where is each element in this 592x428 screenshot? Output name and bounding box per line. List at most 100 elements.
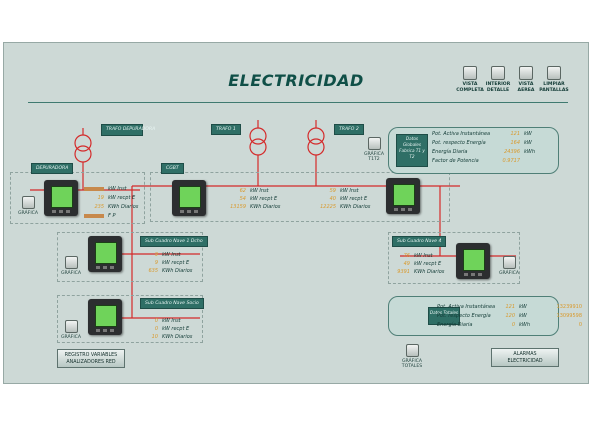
unit-label: kW recpt E [340, 196, 368, 202]
button-square-icon [547, 66, 561, 80]
value: 12225 [320, 204, 336, 210]
sub-cuadro-socio-zone [57, 295, 203, 343]
depuradora-zone [10, 172, 145, 224]
button-label: ELECTRICIDAD [507, 359, 543, 364]
sub-cuadro-4-tag: Sub Cuadro Nave 4 [392, 236, 447, 247]
grafica-sub1-button[interactable]: GRÁFICA [59, 256, 83, 276]
grafica-t1t2-button[interactable]: GRÁFICA T1T2 [360, 137, 388, 162]
value: 0 [154, 326, 158, 332]
unit-label: kW [524, 131, 532, 137]
grafica-depuradora-button[interactable]: GRÁFICA [16, 196, 40, 216]
unit-label: kW Inst [162, 252, 181, 258]
value: 0.9717 [502, 158, 521, 164]
depuradora-tag: DEPURADORA [31, 163, 74, 174]
button-square-icon [64, 256, 78, 269]
button-square-icon [405, 344, 419, 357]
trafo-1-label: TRAFO 1 [211, 124, 241, 135]
power-meter-sub4[interactable] [456, 243, 490, 279]
value: 164 [510, 140, 520, 146]
value: 19 [97, 195, 104, 201]
button-label: GRÁFICA [60, 271, 82, 276]
sub-cuadro-4-zone [388, 232, 520, 284]
cgbt-zone [150, 172, 450, 222]
row-label: Energía Diaria [432, 149, 468, 155]
trafo-depuradora-label: TRAFO DEPURADORA [101, 124, 155, 136]
value-bar [84, 213, 104, 218]
row-label: Pot. respecto Energía [437, 313, 491, 319]
unit-label: KWh Diarios [250, 204, 281, 210]
unit-label: kW recpt E [162, 260, 190, 266]
value: 59 [329, 188, 336, 194]
grafica-sub2-button[interactable]: GRÁFICA [59, 320, 83, 340]
t2-e-row: 40 kW recpt E [314, 196, 368, 202]
value: 0 [154, 318, 158, 324]
button-square-icon [502, 256, 516, 269]
button-label: GRÁFICA [17, 211, 39, 216]
unit-label: kW [519, 313, 527, 319]
value: 54 [239, 196, 246, 202]
value: 76 [403, 253, 410, 259]
value: 49 [403, 261, 410, 267]
power-meter-sub1[interactable] [88, 236, 122, 272]
datos-globales-badge: Datos Globales Fabrica T1 y T2 [396, 134, 428, 167]
unit-label: F P [108, 213, 116, 219]
unit-label: kW Inst [162, 318, 181, 324]
totales-side-value: 13239910 [556, 304, 582, 310]
sub2-kw-row: 0 kW Inst [138, 318, 181, 324]
button-square-icon [491, 66, 505, 80]
button-square-icon [519, 66, 533, 80]
unit-label: kW Inst [108, 186, 127, 192]
power-meter-t2[interactable] [386, 178, 420, 214]
page-title: ELECTRICIDAD [228, 71, 364, 90]
transformer-coil [307, 138, 325, 156]
button-label: INTERIOR [485, 82, 511, 87]
button-label: REGISTRO VARIABLES [64, 353, 118, 358]
button-label: LIMPIAR [543, 82, 565, 87]
sub4-kw-row: 76 kW Inst [390, 253, 433, 259]
value: 40 [329, 196, 336, 202]
sub-cuadro-1-tag: Sub Cuadro Nave 1 Dcho [140, 236, 208, 247]
value: 24396 [504, 149, 520, 155]
button-label: VISTA [518, 82, 534, 87]
unit-label: kW Inst [414, 253, 433, 259]
alarmas-electricidad-button[interactable]: ALARMAS ELECTRICIDAD [491, 348, 559, 367]
row-label: Pot. Activa Instantánea [432, 131, 491, 137]
power-meter-depuradora[interactable] [44, 180, 78, 216]
value: 62 [239, 188, 246, 194]
value: 9 [154, 252, 158, 258]
unit-label: kWh [524, 149, 536, 155]
sub-cuadro-socio-tag: Sub Cuadro Nave Socio [140, 298, 204, 309]
unit-label: kW Inst [340, 188, 359, 194]
value: 9391 [397, 269, 410, 275]
button-label: GRÁFICA T1T2 [363, 152, 385, 162]
value: 635 [148, 268, 158, 274]
button-square-icon [21, 196, 35, 209]
sub1-kw-row: 9 kW Inst [138, 252, 181, 258]
value: 0 [511, 322, 515, 328]
totales-side-value: 13099598 [556, 313, 582, 319]
sub-cuadro-1-zone [57, 232, 203, 282]
value: 120 [505, 313, 515, 319]
grafica-sub4-button[interactable]: GRÁFICA [497, 256, 521, 276]
unit-label: kW [519, 304, 527, 310]
power-meter-t1[interactable] [172, 180, 206, 216]
power-meter-sub2[interactable] [88, 299, 122, 335]
unit-label: kW [524, 140, 532, 146]
button-label: ALARMAS [513, 352, 537, 357]
